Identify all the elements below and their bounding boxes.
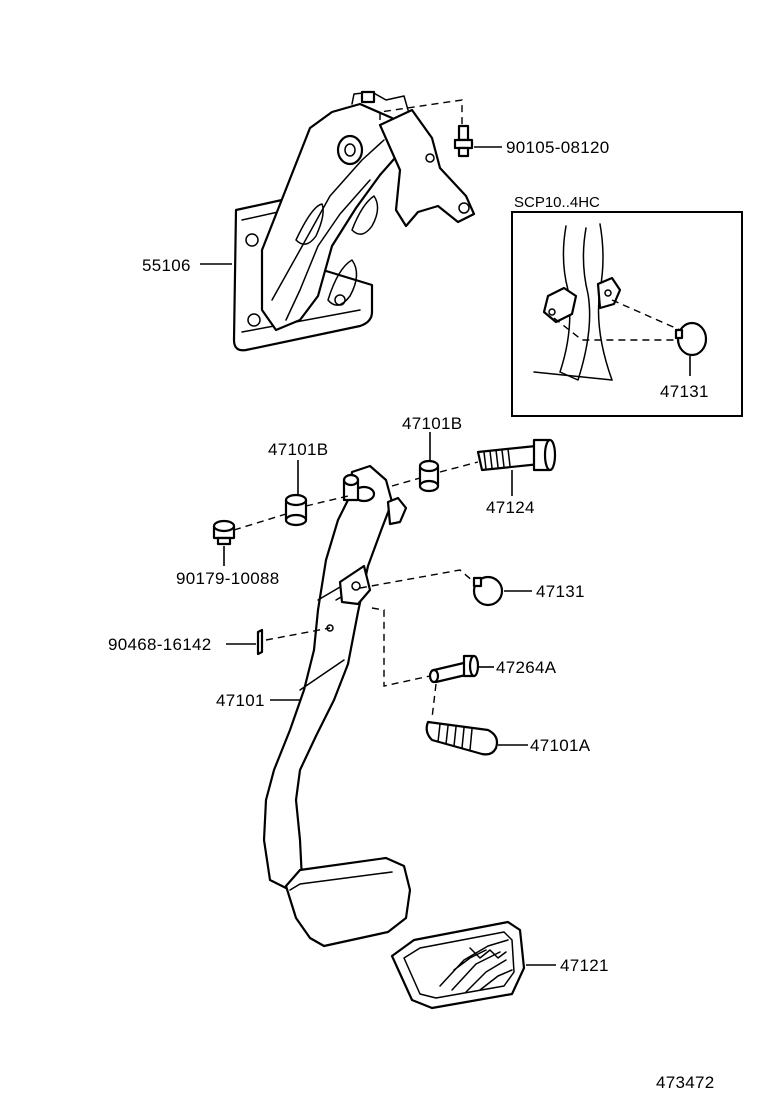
inset-title: SCP10..4HC bbox=[514, 194, 600, 211]
diagram-id: 473472 bbox=[656, 1073, 715, 1092]
pin-47264a-icon bbox=[428, 654, 480, 684]
label-90468-16142: 90468-16142 bbox=[108, 635, 212, 654]
bolt-90105-icon bbox=[453, 124, 474, 158]
label-47101b-right: 47101B bbox=[402, 414, 462, 433]
label-47121: 47121 bbox=[560, 956, 609, 975]
brake-pedal-lever bbox=[262, 464, 408, 890]
clip-90468-icon bbox=[256, 628, 264, 656]
stopper-47131-icon bbox=[472, 575, 504, 607]
bolt-47124-icon bbox=[476, 438, 557, 472]
bushing-47101b-left-icon bbox=[284, 493, 308, 527]
nut-90179-icon bbox=[212, 519, 236, 546]
inset-label-47131: 47131 bbox=[660, 382, 709, 401]
label-47101b-left: 47101B bbox=[268, 440, 328, 459]
pedal-support-bracket bbox=[232, 90, 476, 352]
label-47124: 47124 bbox=[486, 498, 535, 517]
label-47101a: 47101A bbox=[530, 736, 591, 755]
label-47131: 47131 bbox=[536, 582, 585, 601]
pedal-pad bbox=[284, 856, 412, 948]
label-47101: 47101 bbox=[216, 691, 265, 710]
boot-47101a-icon bbox=[425, 720, 499, 756]
bracket-bolt-dashline bbox=[379, 99, 463, 128]
inset-box: SCP10..4HC 47131 bbox=[511, 194, 743, 417]
label-55106: 55106 bbox=[142, 256, 191, 275]
pivot-axis-dashline bbox=[233, 461, 479, 531]
label-47264a: 47264A bbox=[496, 658, 557, 677]
bushing-47101b-right-icon bbox=[418, 459, 440, 493]
pedal-pad-cover bbox=[390, 920, 526, 1010]
label-90105-08120: 90105-08120 bbox=[506, 138, 610, 157]
label-90179-10088: 90179-10088 bbox=[176, 569, 280, 588]
